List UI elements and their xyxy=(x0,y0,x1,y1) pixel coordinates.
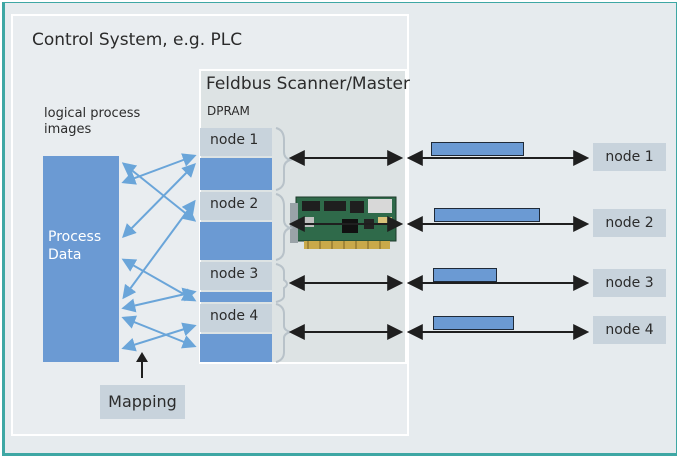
dpram-slot-2 xyxy=(200,222,272,260)
telegram-node-3 xyxy=(433,268,497,282)
logical-process-images-label: logical process images xyxy=(44,106,141,137)
dpram-slot-label-2: node 2 xyxy=(200,192,272,220)
dpram-slot-1 xyxy=(200,158,272,190)
dpram-slot-label-3: node 3 xyxy=(200,262,272,290)
node-box-1: node 1 xyxy=(593,143,666,171)
node-box-4: node 4 xyxy=(593,316,666,344)
node-box-3: node 3 xyxy=(593,269,666,297)
telegram-node-4 xyxy=(433,316,514,330)
mapping-box: Mapping xyxy=(100,385,185,419)
dpram-label: DPRAM xyxy=(207,104,250,118)
node-box-2: node 2 xyxy=(593,209,666,237)
scanner-title: Feldbus Scanner/Master xyxy=(206,74,410,94)
dpram-slot-label-4: node 4 xyxy=(200,304,272,332)
dpram-slot-label-1: node 1 xyxy=(200,128,272,156)
interface-card-icon xyxy=(290,196,397,249)
process-data-label: Process Data xyxy=(48,229,102,263)
process-data-block xyxy=(43,156,119,362)
control-system-title: Control System, e.g. PLC xyxy=(32,30,243,50)
dpram-slot-3 xyxy=(200,292,272,302)
dpram-slot-4 xyxy=(200,334,272,362)
telegram-node-1 xyxy=(431,142,524,156)
telegram-node-2 xyxy=(434,208,540,222)
